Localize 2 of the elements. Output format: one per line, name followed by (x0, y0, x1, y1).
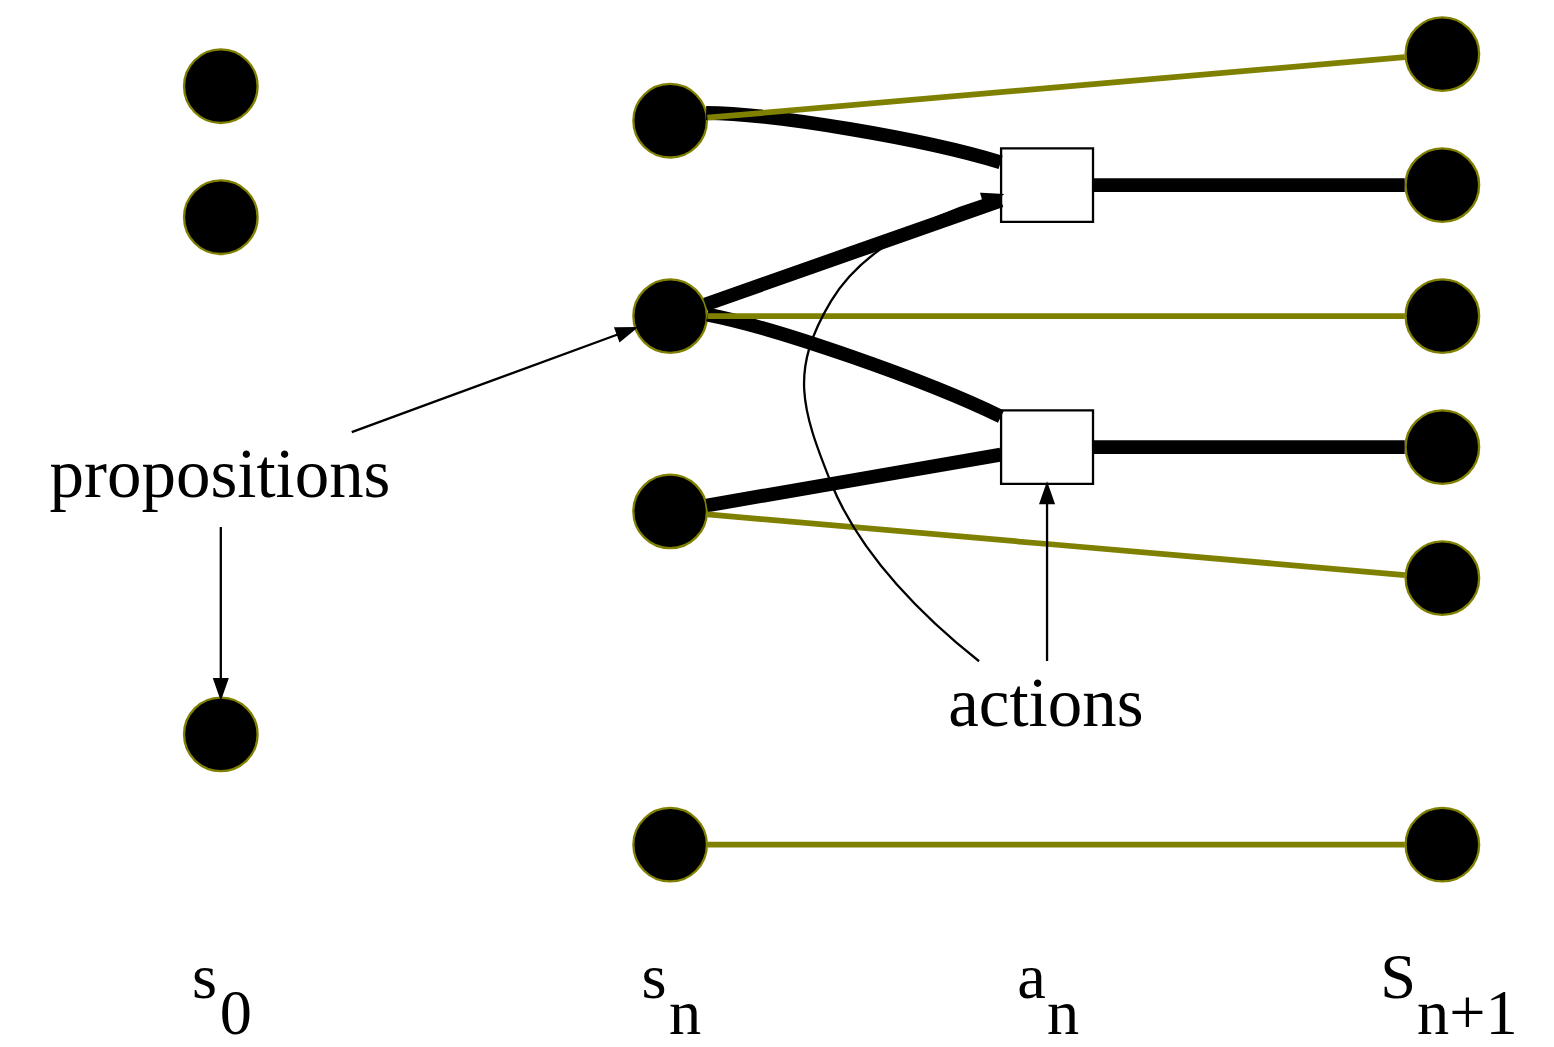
node-text: actions (948, 665, 1144, 742)
node-text: propositions (49, 435, 391, 512)
